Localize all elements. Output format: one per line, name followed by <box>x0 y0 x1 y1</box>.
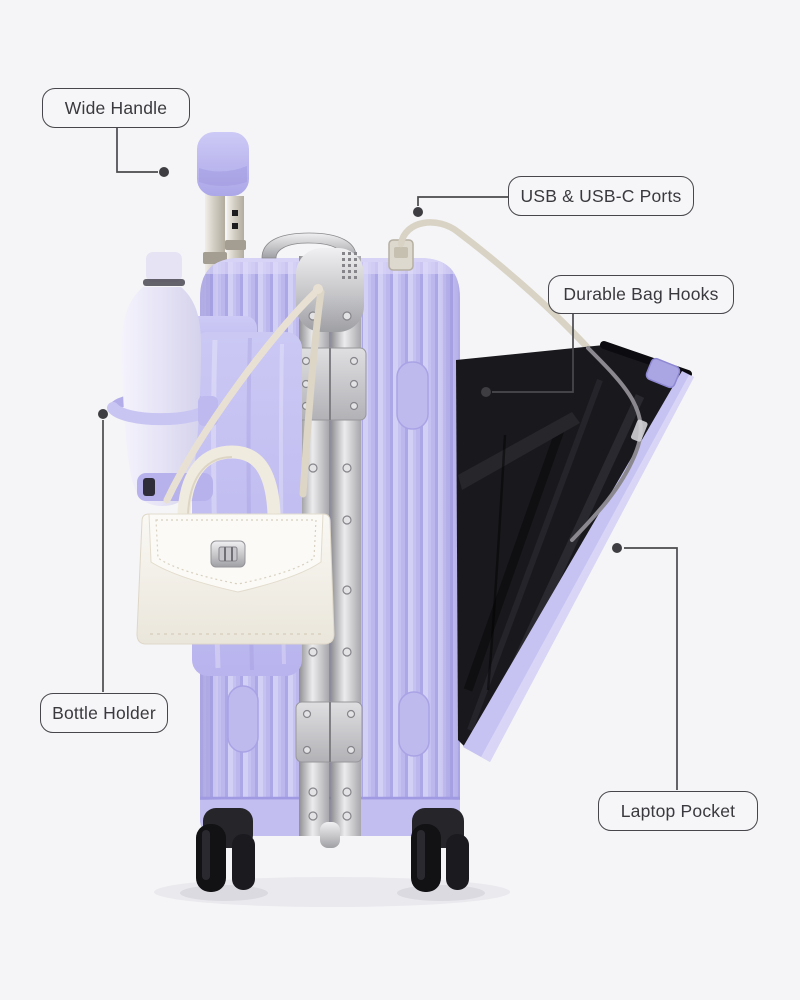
wheel-left <box>196 808 255 892</box>
bag-hook-clip <box>645 357 681 389</box>
laptop-pocket-open <box>456 341 694 762</box>
callout-bottle-holder: Bottle Holder <box>40 693 168 733</box>
pocket-door-edge <box>463 371 694 762</box>
cable-in-pocket <box>570 346 643 542</box>
handbag <box>136 284 335 645</box>
wheel-right <box>411 808 469 892</box>
callout-leaders <box>98 128 678 790</box>
usb-ports <box>388 219 592 352</box>
wide-handle-grip <box>197 132 249 196</box>
callout-usb-ports: USB & USB-C Ports <box>508 176 694 216</box>
side-grip-recess <box>227 361 430 757</box>
frame-hinge-lower <box>295 701 363 763</box>
spinner-wheels <box>196 808 469 892</box>
bag-strap <box>163 286 322 504</box>
frame-grip-texture <box>342 252 357 279</box>
callout-durable-bag-hooks: Durable Bag Hooks <box>548 275 734 314</box>
pocket-flap-edge <box>458 412 580 490</box>
usb-cable <box>397 219 592 352</box>
bag-clasp <box>210 540 246 568</box>
bag-handle <box>177 445 281 521</box>
callout-wide-handle: Wide Handle <box>42 88 190 128</box>
bottle-holder <box>107 252 218 506</box>
frame-rivets <box>301 311 359 821</box>
callout-laptop-pocket: Laptop Pocket <box>598 791 758 831</box>
water-bottle <box>122 252 201 506</box>
